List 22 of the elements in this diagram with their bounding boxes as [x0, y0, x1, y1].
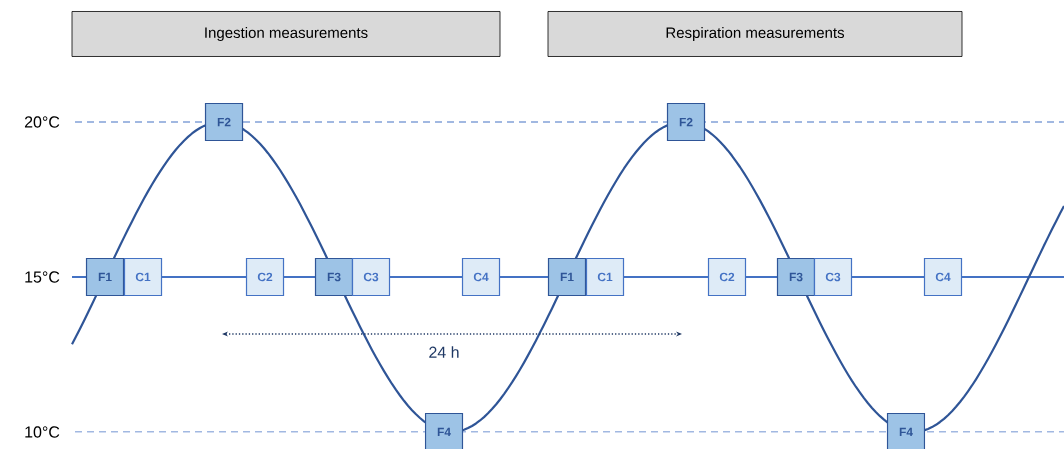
- sample-box: C4: [923, 257, 963, 297]
- duration-label: 24 h: [429, 346, 459, 358]
- axis-label: 10°C: [25, 426, 60, 438]
- sample-box: C1: [123, 257, 163, 297]
- sample-box: C4: [461, 257, 501, 297]
- sample-box: F1: [547, 257, 587, 297]
- sample-box: F2: [204, 102, 244, 142]
- sample-box: F4: [424, 412, 464, 449]
- sample-box: F3: [314, 257, 354, 297]
- sample-box: C2: [707, 257, 747, 297]
- sample-box: C3: [351, 257, 391, 297]
- sample-box: C1: [585, 257, 625, 297]
- sample-box: C2: [245, 257, 285, 297]
- sample-box: C3: [813, 257, 853, 297]
- axis-label: 20°C: [24, 116, 60, 128]
- sample-box: F4: [886, 412, 926, 449]
- sample-box: F1: [85, 257, 125, 297]
- header-box: Respiration measurements: [547, 11, 963, 57]
- sample-box: F2: [666, 102, 706, 142]
- sample-box: F3: [776, 257, 816, 297]
- axis-label: 15°C: [25, 271, 60, 283]
- header-box: Ingestion measurements: [71, 11, 501, 57]
